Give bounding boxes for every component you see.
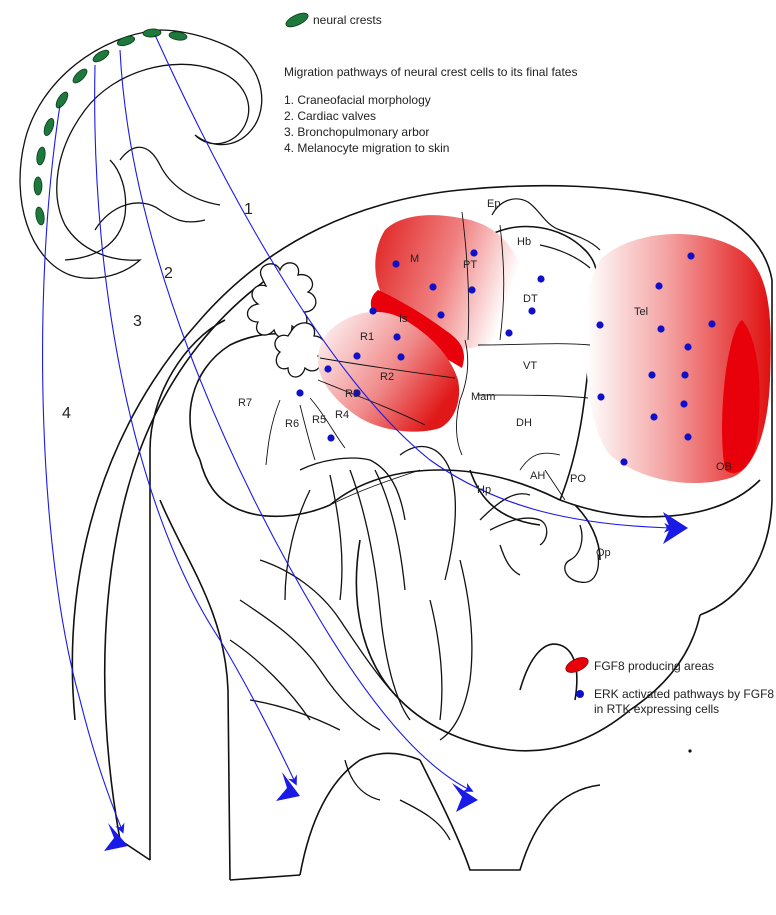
- erk-legend-label-line1: ERK activated pathways by FGF8: [594, 687, 774, 701]
- label-is: Is: [399, 313, 408, 325]
- fate-item-3: 3. Bronchopulmonary arbor: [284, 125, 429, 139]
- erk-dot: [528, 307, 535, 314]
- erk-legend-icon: [576, 690, 584, 698]
- erk-legend-label-line2: in RTK expressing cells: [594, 702, 719, 716]
- label-po: PO: [570, 473, 586, 485]
- pathway-number-3: 3: [133, 313, 142, 330]
- erk-dot: [296, 389, 303, 396]
- pathway-4-arrow: [43, 105, 122, 830]
- erk-dot: [680, 400, 687, 407]
- label-r4: R4: [335, 409, 349, 421]
- arrowhead-3-icon: [276, 772, 300, 801]
- neural-crest-legend-icon: [284, 10, 310, 29]
- label-ah: AH: [530, 470, 545, 482]
- label-r5: R5: [312, 414, 326, 426]
- erk-dot: [708, 320, 715, 327]
- erk-dot: [684, 433, 691, 440]
- erk-dot: [429, 283, 436, 290]
- erk-dot: [505, 329, 512, 336]
- label-mam: Mam: [471, 391, 495, 403]
- label-pt: PT: [463, 259, 477, 271]
- erk-dot: [648, 371, 655, 378]
- erk-dot: [681, 371, 688, 378]
- fate-item-2: 2. Cardiac valves: [284, 109, 376, 123]
- migration-heading: Migration pathways of neural crest cells…: [284, 65, 577, 79]
- label-ep: Ep: [487, 198, 500, 210]
- label-op: Op: [596, 547, 611, 559]
- stray-mark: [688, 749, 691, 752]
- erk-dot: [369, 307, 376, 314]
- erk-dot: [650, 413, 657, 420]
- pathway-numbers: 1 2 3 4: [62, 201, 253, 422]
- pathway-number-1: 1: [244, 201, 253, 218]
- label-ob: OB: [716, 461, 732, 473]
- fate-item-4: 4. Melanocyte migration to skin: [284, 141, 449, 155]
- pathway-arrowheads: [104, 512, 688, 851]
- embryo-outline: [20, 30, 262, 278]
- label-r6: R6: [285, 418, 299, 430]
- pathway-3-arrow: [95, 65, 295, 782]
- label-tel: Tel: [634, 306, 648, 318]
- erk-dot: [353, 352, 360, 359]
- label-dh: DH: [516, 417, 532, 429]
- label-r1: R1: [360, 331, 374, 343]
- erk-dot: [324, 365, 331, 372]
- label-r2: R2: [380, 371, 394, 383]
- fgf8-regions: [318, 215, 771, 483]
- erk-dot: [687, 252, 694, 259]
- erk-dot: [468, 286, 475, 293]
- rhombic-lip: [248, 263, 326, 377]
- pathway-number-4: 4: [62, 405, 71, 422]
- erk-dot: [437, 311, 444, 318]
- erk-dot: [596, 321, 603, 328]
- label-hp: Hp: [477, 484, 491, 496]
- erk-dot: [470, 249, 477, 256]
- fgf8-legend-label: FGF8 producing areas: [594, 659, 714, 673]
- bottom-legend: FGF8 producing areas ERK activated pathw…: [564, 654, 775, 716]
- erk-dot: [327, 434, 334, 441]
- label-hb: Hb: [517, 236, 531, 248]
- erk-dot: [392, 260, 399, 267]
- erk-dot: [537, 275, 544, 282]
- top-legend: neural crests Migration pathways of neur…: [284, 10, 577, 155]
- erk-dot: [620, 458, 627, 465]
- erk-dot: [655, 282, 662, 289]
- label-m: M: [410, 253, 419, 265]
- erk-dot: [684, 343, 691, 350]
- erk-dot: [597, 393, 604, 400]
- label-vt: VT: [523, 360, 537, 372]
- erk-dot: [657, 325, 664, 332]
- label-r7: R7: [238, 397, 252, 409]
- fate-item-1: 1. Craneofacial morphology: [284, 93, 431, 107]
- arrowhead-4-icon: [104, 823, 128, 851]
- neural-crests-legend-label: neural crests: [313, 13, 382, 27]
- pathway-number-2: 2: [164, 265, 173, 282]
- label-dt: DT: [523, 293, 538, 305]
- erk-dot: [397, 353, 404, 360]
- erk-dot: [393, 333, 400, 340]
- label-r3: R3: [345, 388, 359, 400]
